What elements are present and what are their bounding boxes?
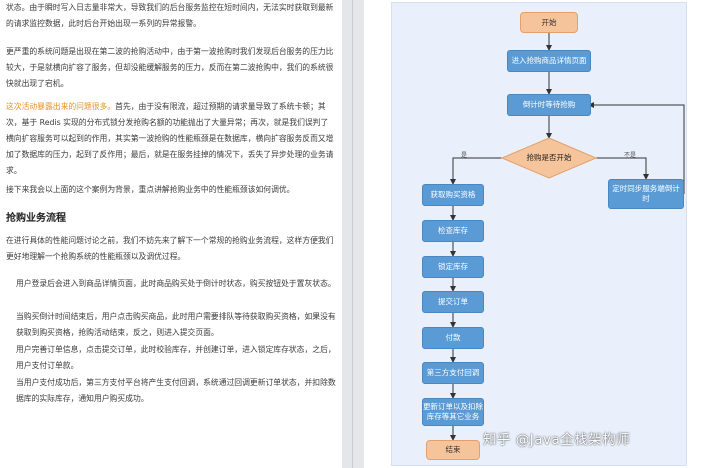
arrow-decision-yes <box>450 157 502 185</box>
article-page: 状态。由于瞬时写入日志量非常大，导致我们的后台服务监控在短时间内，无法实时获取到… <box>0 0 342 468</box>
paragraph-1-text: 状态。由于瞬时写入日志量非常大，导致我们的后台服务监控在短时间内，无法实时获取到… <box>6 3 334 28</box>
diagram-page: 开始 进入抢购商品详情页面 倒计时等待抢购 抢购是否开始 是 不是 定时同步服务… <box>364 0 720 468</box>
paragraph-2-text: 更严重的系统问题是出现在第二波的抢购活动中，由于第一波抢购时我们发现后台服务的压… <box>6 47 334 88</box>
highlight-text: 这次活动暴露出来的问题很多。 <box>6 102 116 111</box>
start-node: 开始 <box>520 12 578 33</box>
get-qualification-node: 获取购买资格 <box>422 184 484 206</box>
paragraph-3-text: 首先，由于没有限流，超过预期的请求量导致了系统卡顿；其次，基于 Redis 实现… <box>6 102 334 175</box>
quote-2: 当购买倒计时间结束后，用户点击购买商品，此时用户需要排队等待获取购买资格，如果没… <box>16 312 336 337</box>
watermark: 知乎 @Java全栈架构师 <box>483 432 631 448</box>
lock-stock-node: 锁定库存 <box>422 256 484 278</box>
page-gutter <box>342 0 364 468</box>
update-order-node: 更新订单以及扣除库存等其它业务 <box>422 398 484 426</box>
pay-node: 付款 <box>422 327 484 349</box>
end-node: 结束 <box>426 440 480 460</box>
submit-order-node: 提交订单 <box>422 291 484 313</box>
timer-sync-node: 定时同步服务端倒计时 <box>608 179 684 209</box>
check-stock-node: 检查库存 <box>422 220 484 242</box>
paragraph-5-text: 在进行具体的性能问题讨论之前，我们不妨先来了解下一个常规的抢购业务流程，这样方便… <box>6 236 334 261</box>
paragraph-4: 接下来我会以上面的这个案例为背景，重点讲解抢购业务中的性能瓶颈该如何调优。 <box>6 182 336 198</box>
countdown-node: 倒计时等待抢购 <box>507 94 591 116</box>
payment-callback-node: 第三方支付回调 <box>422 362 484 384</box>
arrow-loop-back <box>588 102 685 194</box>
paragraph-5: 在进行具体的性能问题讨论之前，我们不妨先来了解下一个常规的抢购业务流程，这样方便… <box>6 233 336 265</box>
enter-detail-node: 进入抢购商品详情页面 <box>507 50 591 72</box>
page-divider <box>352 0 353 468</box>
paragraph-3: 这次活动暴露出来的问题很多。首先，由于没有限流，超过预期的请求量导致了系统卡顿；… <box>6 99 336 179</box>
yes-label: 是 <box>461 152 468 159</box>
decision-label: 抢购是否开始 <box>526 153 572 162</box>
decision-diamond <box>500 137 598 179</box>
quote-4: 当用户支付成功后，第三方支付平台将产生支付回调，系统通过回调更新订单状态，并扣除… <box>16 378 336 403</box>
section-title: 抢购业务流程 <box>6 213 66 224</box>
flowchart-connectors <box>450 33 685 441</box>
paragraph-4-text: 接下来我会以上面的这个案例为背景，重点讲解抢购业务中的性能瓶颈该如何调优。 <box>6 185 295 194</box>
arrow-decision-no <box>596 157 649 180</box>
paragraph-2: 更严重的系统问题是出现在第二波的抢购活动中，由于第一波抢购时我们发现后台服务的压… <box>6 44 336 92</box>
paragraph-1: 状态。由于瞬时写入日志量非常大，导致我们的后台服务监控在短时间内，无法实时获取到… <box>6 0 336 32</box>
quote-3: 用户完善订单信息，点击提交订单，此时校验库存，并创建订单，进入锁定库存状态，之后… <box>16 345 336 370</box>
quote-1: 用户登录后会进入到商品详情页面，此时商品购买处于倒计时状态，购买按钮处于置灰状态… <box>16 279 336 288</box>
no-label: 不是 <box>624 152 637 159</box>
